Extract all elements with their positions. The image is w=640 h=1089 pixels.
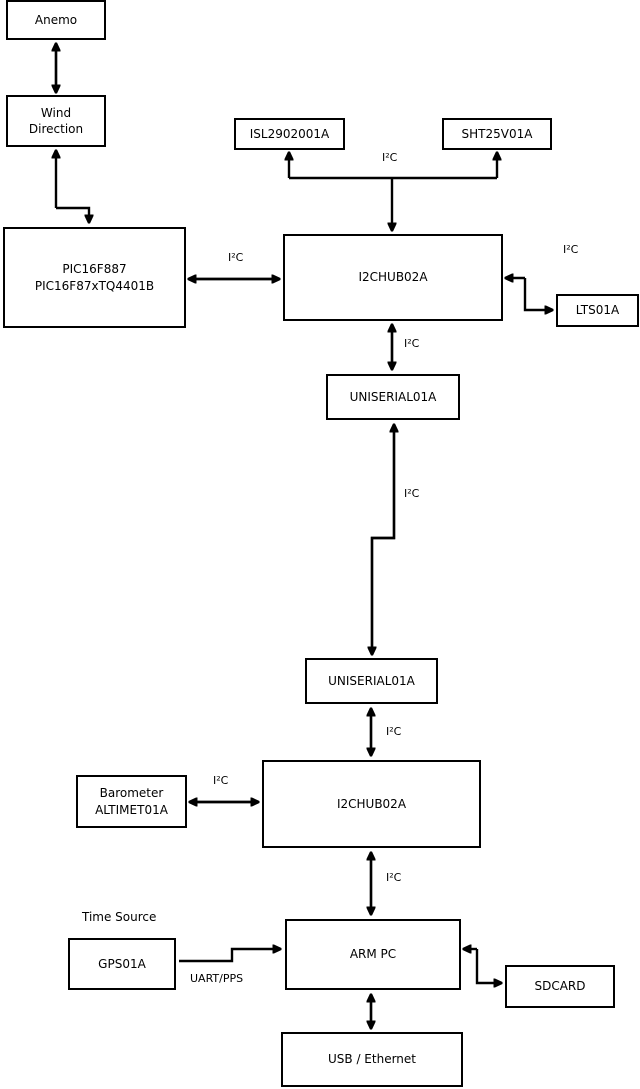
node-i2chub02a-top[interactable]: I2CHUB02A (283, 234, 503, 321)
node-sdcard[interactable]: SDCARD (505, 965, 615, 1008)
edge-label-i2c-hub-uniserial: I²C (404, 337, 420, 350)
wire-armpc-sdcard (475, 949, 501, 983)
node-wind-direction[interactable]: Wind Direction (6, 95, 106, 147)
wire-uniserial-link-down (372, 425, 396, 654)
edge-label-uart-pps: UART/PPS (190, 972, 244, 985)
edge-label-i2c-sensors-bus: I²C (382, 151, 398, 164)
wire-winddirection-pic (56, 206, 89, 222)
node-uniserial01a-lower[interactable]: UNISERIAL01A (305, 658, 438, 704)
node-barometer-altimet01a[interactable]: Barometer ALTIMET01A (76, 775, 187, 828)
node-uniserial01a-upper[interactable]: UNISERIAL01A (326, 374, 460, 420)
node-arm-pc[interactable]: ARM PC (285, 919, 461, 990)
node-anemo[interactable]: Anemo (6, 0, 106, 40)
wire-gps-armpc (179, 949, 280, 963)
edge-label-i2c-pic-hub: I²C (228, 251, 244, 264)
edge-label-i2c-hub-armpc: I²C (386, 871, 402, 884)
node-lts01a[interactable]: LTS01A (556, 294, 639, 327)
label-time-source: Time Source (82, 910, 157, 924)
wire-uniserial-link-up (370, 425, 394, 654)
wire-hub-lts (523, 278, 552, 310)
edge-label-i2c-hub-lts: I²C (563, 243, 579, 256)
edge-label-i2c-barometer-hub: I²C (213, 774, 229, 787)
node-usb-ethernet[interactable]: USB / Ethernet (281, 1032, 463, 1087)
node-i2chub02a-bottom[interactable]: I2CHUB02A (262, 760, 481, 848)
edge-label-i2c-uniserial-link: I²C (404, 487, 420, 500)
edge-label-i2c-uniserial-hub-bottom: I²C (386, 725, 402, 738)
node-sht25v01a[interactable]: SHT25V01A (442, 118, 552, 150)
node-pic-microcontroller[interactable]: PIC16F887 PIC16F87xTQ4401B (3, 227, 186, 328)
node-gps01a[interactable]: GPS01A (68, 938, 176, 990)
node-isl2902001a[interactable]: ISL2902001A (234, 118, 345, 150)
